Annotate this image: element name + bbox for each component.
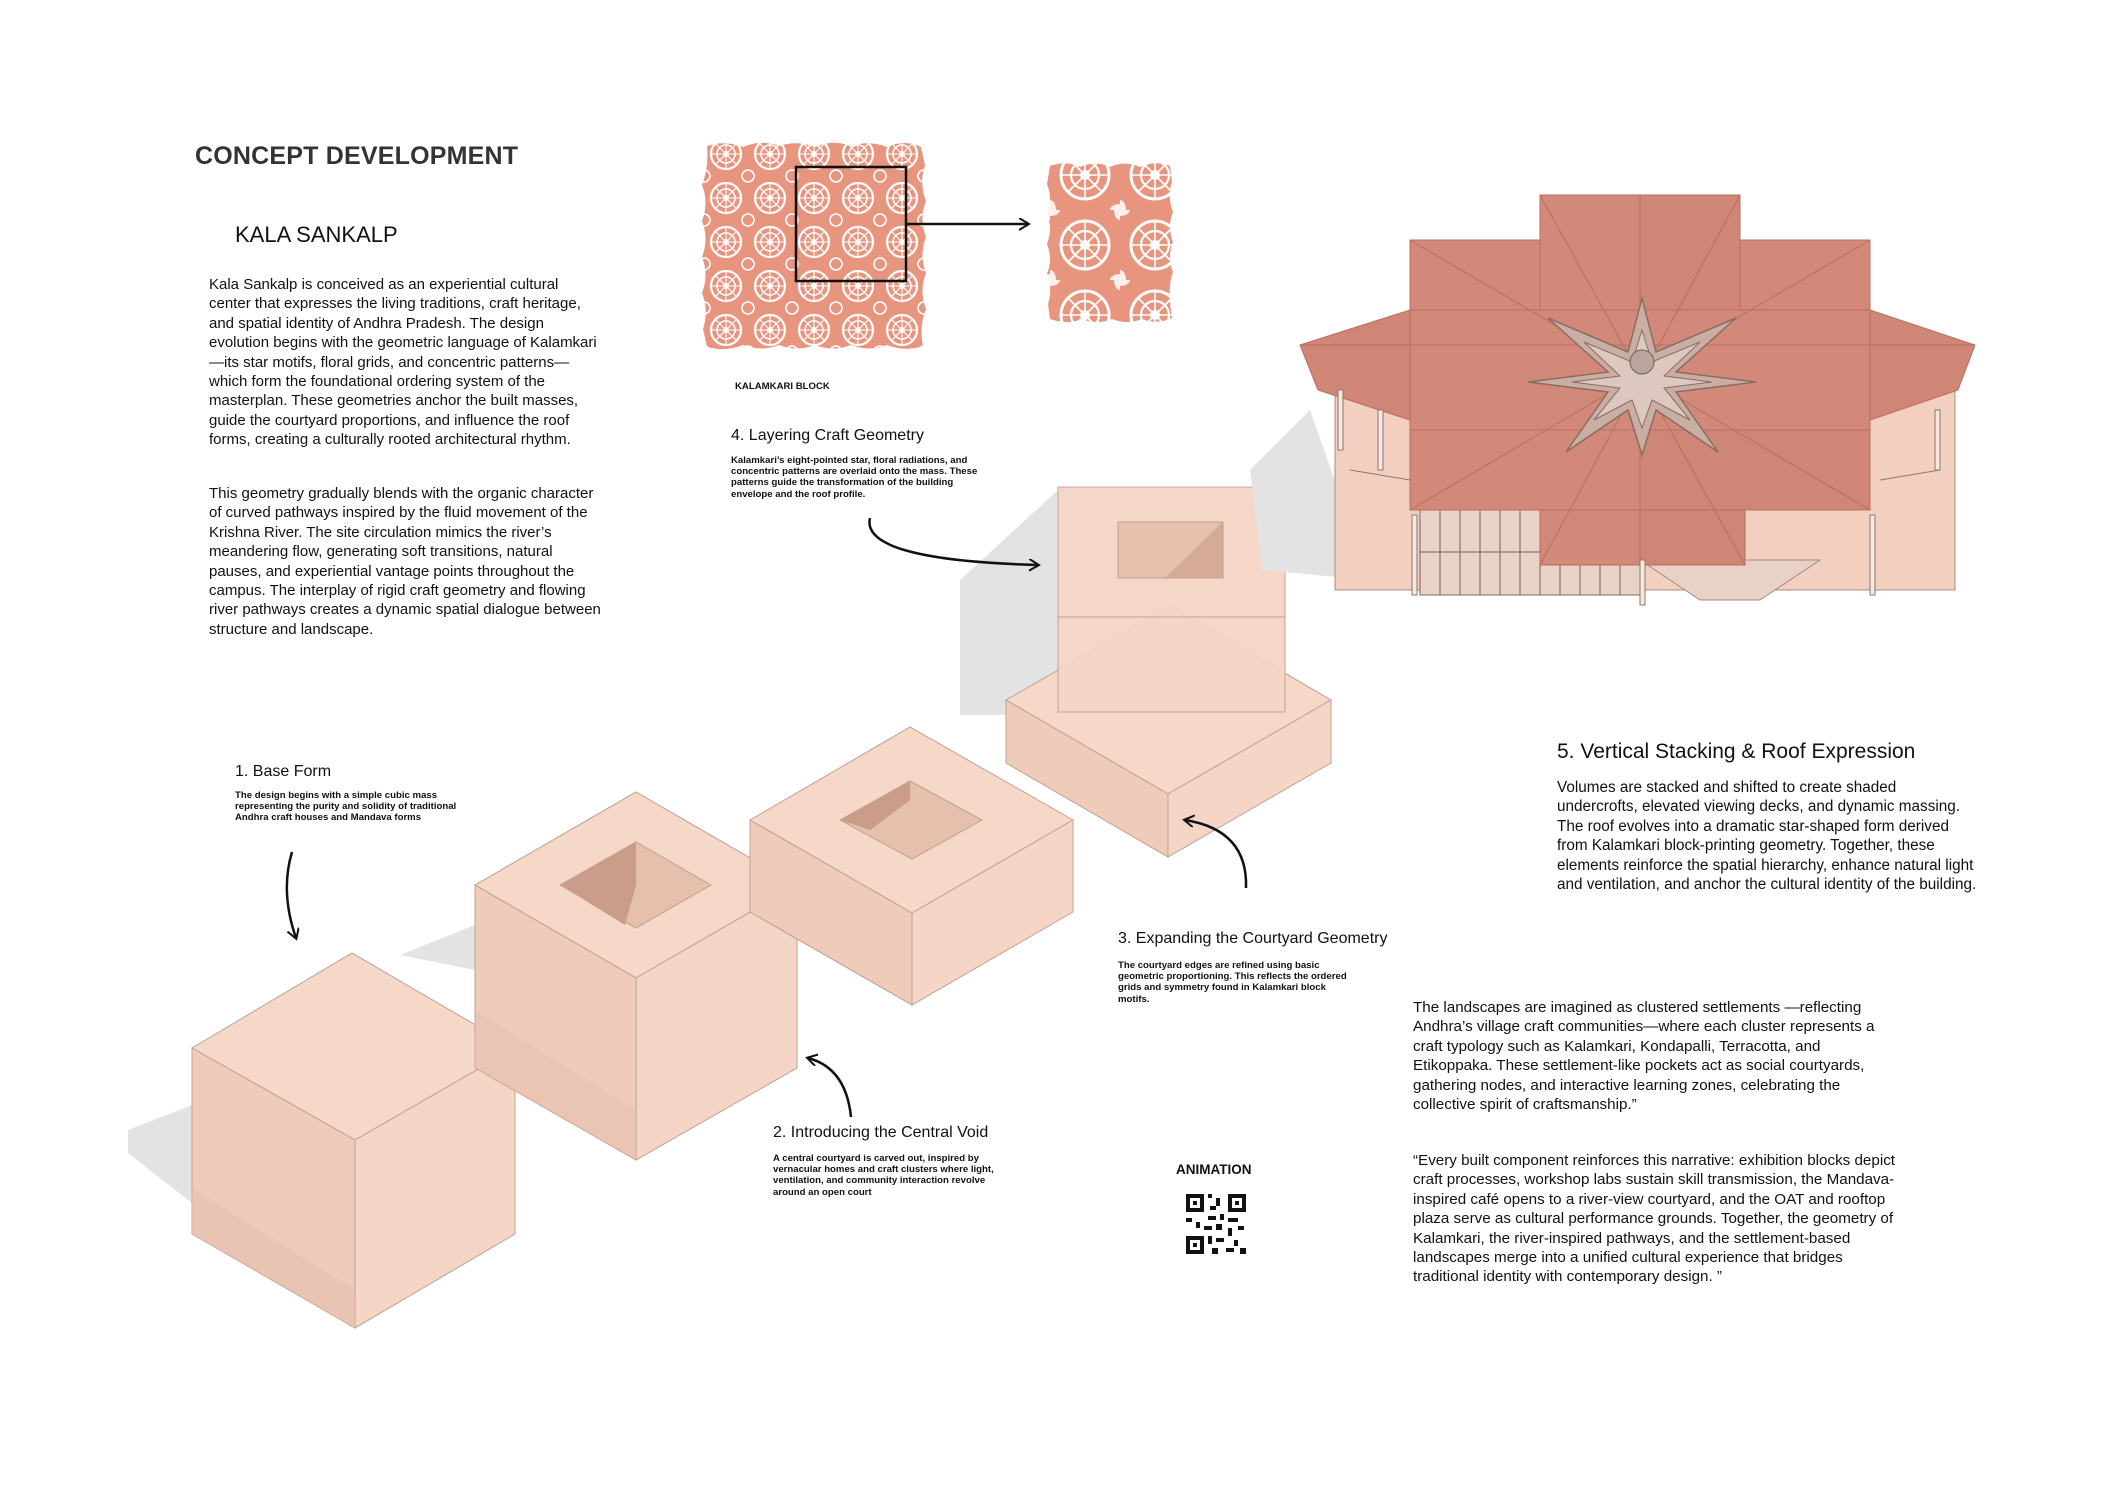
step-1-title: 1. Base Form — [235, 763, 332, 780]
step-3-title: 3. Expanding the Courtyard Geometry — [1118, 930, 1388, 947]
project-name: KALA SANKALP — [235, 222, 398, 247]
stacked-volumes — [960, 486, 1332, 858]
step-4-title: 4. Layering Craft Geometry — [731, 427, 924, 444]
cube-base-form — [128, 952, 516, 1329]
kalamkari-block-image — [702, 142, 926, 350]
star-roof-building-render — [1250, 194, 1976, 606]
arrow-step-2 — [808, 1058, 853, 1118]
landscape-paragraph: The landscapes are imagined as clustered… — [1413, 999, 1875, 1114]
cube-expanded-courtyard — [749, 726, 1075, 1006]
cube-central-void — [400, 791, 798, 1161]
arrow-step-4 — [868, 517, 1038, 565]
kalamkari-block-label: KALAMKARI BLOCK — [735, 381, 830, 392]
step-1-description: The design begins with a simple cubic ma… — [235, 790, 457, 824]
qr-code-icon — [1184, 1192, 1248, 1256]
step-2-title: 2. Introducing the Central Void — [773, 1124, 989, 1141]
animation-label: ANIMATION — [1176, 1162, 1252, 1177]
arrow-step-3 — [1185, 820, 1248, 889]
page-title: CONCEPT DEVELOPMENT — [195, 142, 519, 170]
step-5-title: 5. Vertical Stacking & Roof Expression — [1557, 740, 1916, 763]
step-4-description: Kalamkari’s eight-pointed star, floral r… — [731, 455, 978, 500]
kalamkari-block-detail-image — [1047, 163, 1173, 322]
step-5-description: Volumes are stacked and shifted to creat… — [1557, 779, 1977, 894]
arrow-step-1 — [285, 851, 296, 938]
step-3-description: The courtyard edges are refined using ba… — [1118, 960, 1347, 1005]
intro-paragraph: Kala Sankalp is conceived as an experien… — [209, 276, 597, 449]
step-2-description: A central courtyard is carved out, inspi… — [773, 1153, 994, 1198]
landscape-quote-paragraph: “Every built component reinforces this n… — [1413, 1152, 1896, 1286]
intro-paragraph: This geometry gradually blends with the … — [209, 485, 601, 638]
